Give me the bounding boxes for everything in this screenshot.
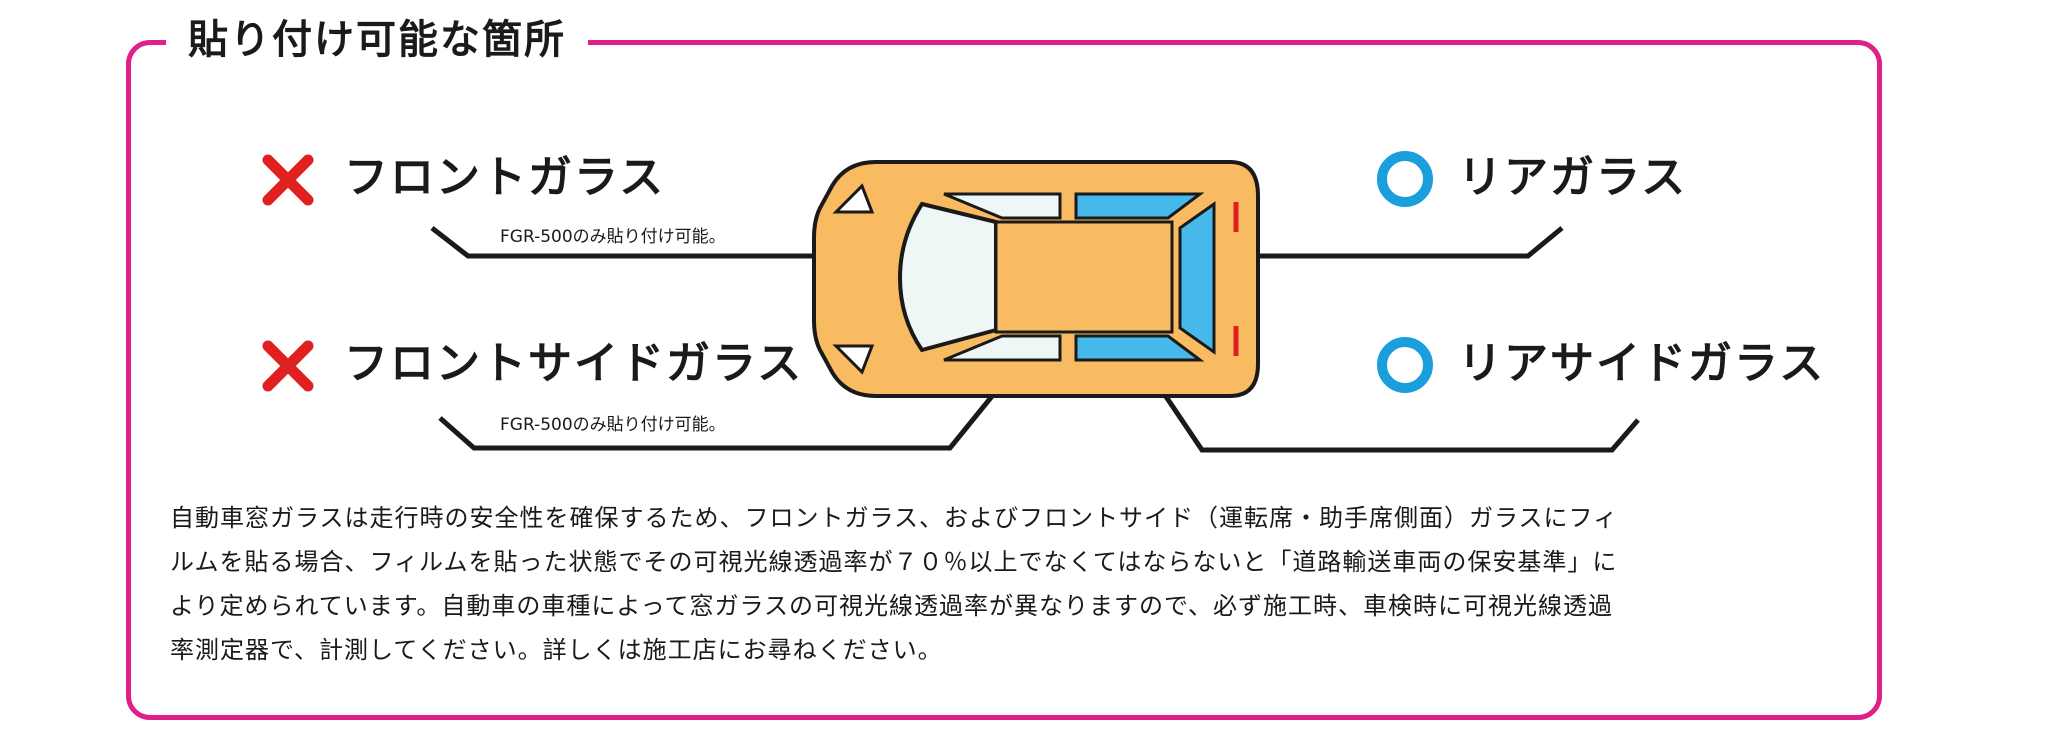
car-roof (994, 220, 1174, 334)
label-rear-side-glass: リアサイドガラス (1458, 338, 1826, 389)
front-side-window-bottom (943, 334, 1062, 362)
description-line: より定められています。自動車の車種によって窓ガラスの可視光線透過率が異なりますの… (170, 592, 1614, 620)
description-line: 自動車窓ガラスは走行時の安全性を確保するため、フロントガラス、およびフロントサイ… (170, 504, 1619, 532)
leader-line-front-glass (430, 226, 938, 259)
placement-frame (126, 40, 1882, 720)
label-front-glass: フロントガラス (344, 152, 666, 203)
description-line: ルムを貼る場合、フィルムを貼った状態でその可視光線透過率が７０％以上でなくてはな… (170, 548, 1618, 576)
headlight-bottom (832, 344, 875, 375)
note-front-side-glass: FGR-500のみ貼り付け可能。 (500, 415, 726, 435)
x-mark-icon (262, 340, 314, 392)
panel-title: 貼り付け可能な箇所 (166, 14, 588, 66)
front-side-window-top (943, 192, 1062, 220)
rear-side-window-bottom (1074, 334, 1205, 362)
headlight-top (832, 183, 875, 214)
rear-side-window-top (1074, 192, 1205, 220)
description-text: 自動車窓ガラスは走行時の安全性を確保するため、フロントガラス、およびフロントサイ… (170, 496, 1830, 672)
circle-mark-icon (1377, 151, 1433, 207)
x-mark-icon (262, 154, 314, 206)
label-rear-glass: リアガラス (1458, 152, 1688, 203)
car-icon (812, 160, 1260, 398)
label-front-side-glass: フロントサイドガラス (344, 338, 804, 389)
rear-window (1178, 201, 1216, 355)
circle-mark-icon (1377, 337, 1433, 393)
note-front-glass: FGR-500のみ貼り付け可能。 (500, 227, 726, 247)
description-line: 率測定器で、計測してください。詳しくは施工店にお尋ねください。 (170, 636, 943, 664)
front-windshield (897, 201, 998, 353)
leader-line-rear-glass (1180, 226, 1564, 259)
leader-line-rear-side-glass (1137, 356, 1640, 453)
